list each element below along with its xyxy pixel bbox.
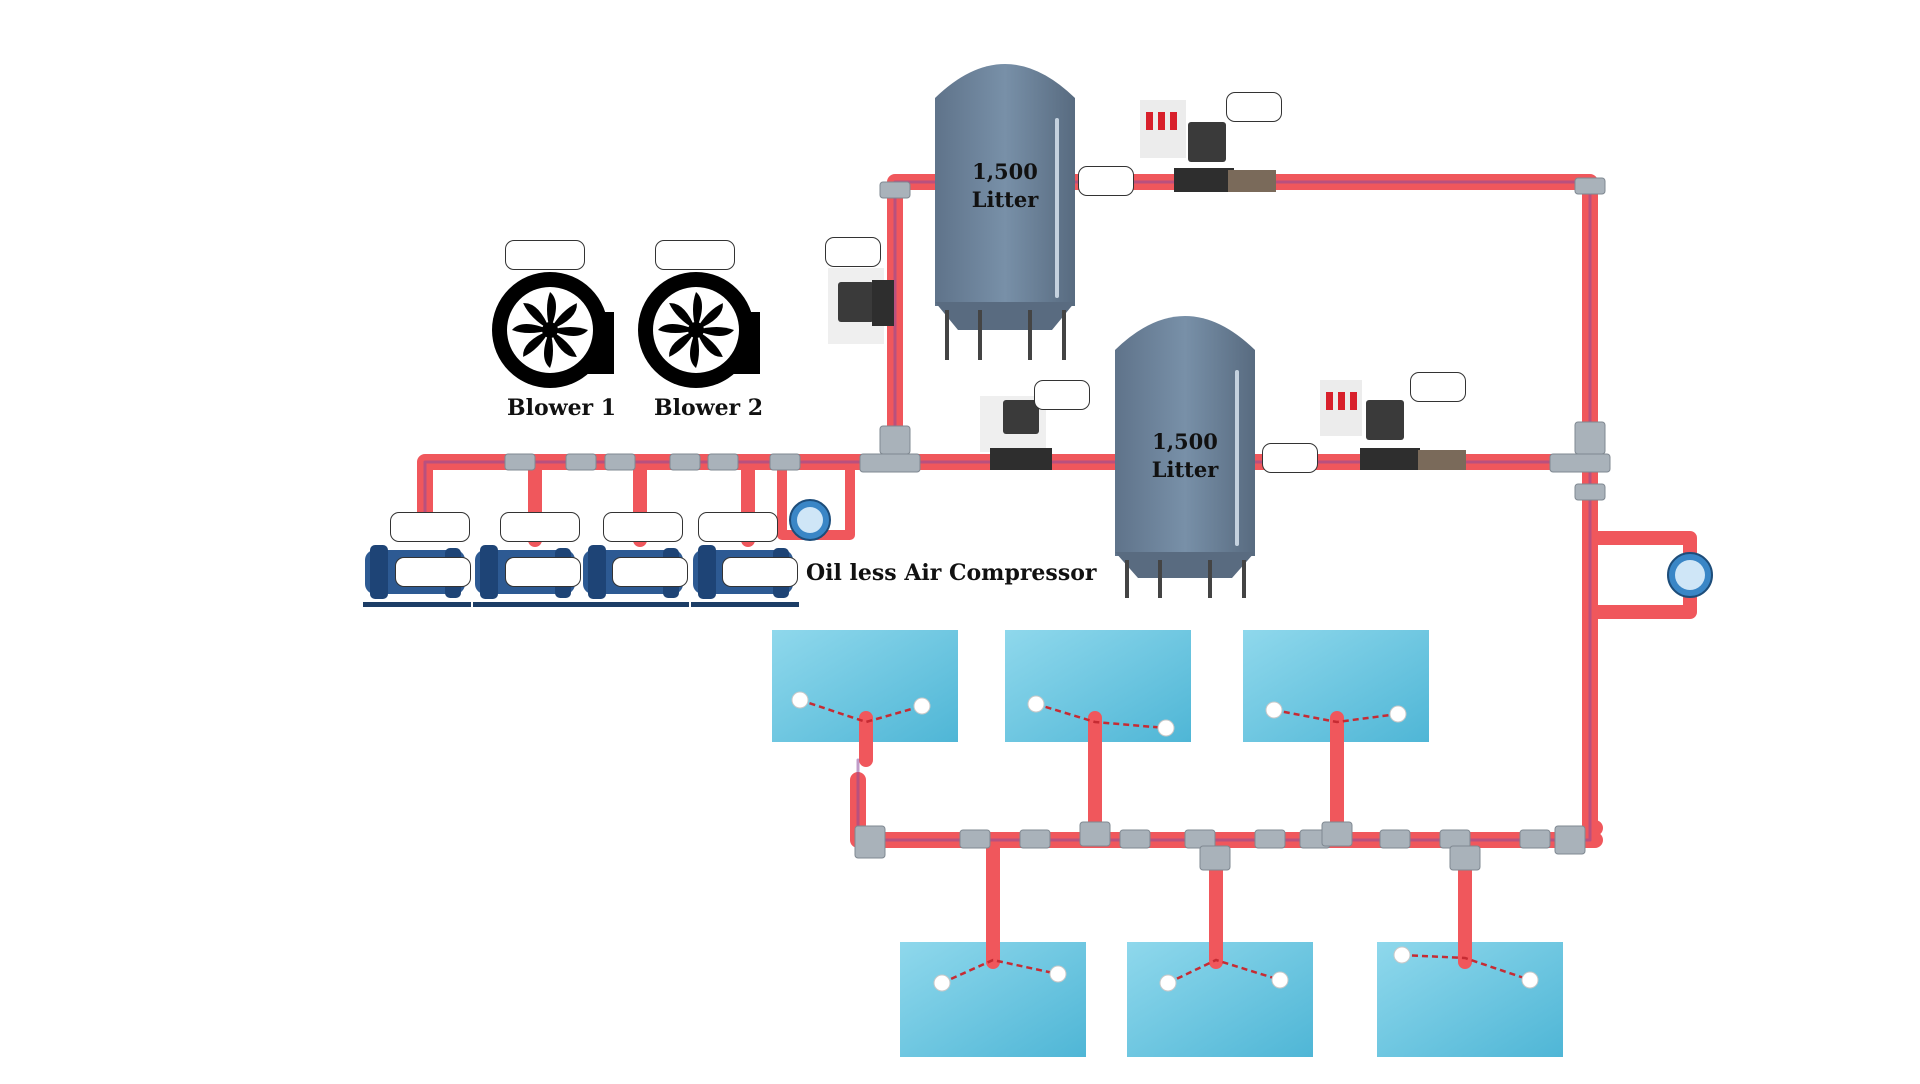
pipe-fitting xyxy=(1449,845,1481,871)
label-box[interactable] xyxy=(655,240,735,270)
pipe-fitting xyxy=(604,453,636,471)
label-box[interactable] xyxy=(603,512,683,542)
pipe-fitting xyxy=(879,425,911,455)
fan-blade xyxy=(550,303,577,330)
valve-riser xyxy=(828,268,894,344)
pipe-fitting xyxy=(1519,829,1551,849)
pipe-fitting xyxy=(1379,829,1411,849)
tank-lower xyxy=(1115,316,1255,598)
pipe-fitting xyxy=(854,825,886,859)
pipe-fitting xyxy=(879,181,911,199)
fan-blade xyxy=(523,303,550,330)
label-box[interactable] xyxy=(1034,380,1090,410)
diffuser-heads xyxy=(791,691,1539,992)
fan-blade xyxy=(547,292,556,330)
fan-blade xyxy=(696,303,723,330)
fan-blade xyxy=(658,324,696,333)
pipe-fitting xyxy=(1574,483,1606,501)
pipe-fitting xyxy=(1019,829,1051,849)
pipe-fitting xyxy=(1079,821,1111,847)
flow-meter-icon xyxy=(789,499,831,541)
fan-blade xyxy=(669,303,696,330)
label-box[interactable] xyxy=(1226,92,1282,122)
pipe-fitting xyxy=(669,453,701,471)
pipe-fitting xyxy=(565,453,597,471)
pipe-fitting xyxy=(1574,421,1606,455)
label-box[interactable] xyxy=(390,512,470,542)
label-box[interactable] xyxy=(698,512,778,542)
fan-blade xyxy=(544,330,553,368)
blower-fan-icon xyxy=(492,272,614,388)
pipe-fitting xyxy=(1119,829,1151,849)
compressor-label: Oil less Air Compressor xyxy=(806,560,1097,586)
label-box[interactable] xyxy=(395,557,471,587)
pipe-fitting xyxy=(859,453,921,473)
pipe-fitting xyxy=(1321,821,1353,847)
pipe-fitting xyxy=(1254,829,1286,849)
tank-capacity: 1,500 xyxy=(972,159,1038,184)
pipe-fitting xyxy=(769,453,801,471)
tank-capacity: 1,500 xyxy=(1152,429,1218,454)
fan-blade xyxy=(696,327,734,336)
label-box[interactable] xyxy=(612,557,688,587)
blower-fan-icon xyxy=(638,272,760,388)
flow-meter-icon xyxy=(1667,552,1713,598)
fan-blade xyxy=(693,292,702,330)
pipe-fitting xyxy=(504,453,536,471)
pipe-fitting xyxy=(959,829,991,849)
blower-1-label: Blower 1 xyxy=(507,395,617,421)
pipe-fitting xyxy=(707,453,739,471)
tank-upper xyxy=(935,64,1075,360)
pipe-fitting xyxy=(1554,825,1586,855)
tank-unit: Litter xyxy=(971,187,1039,212)
fan-blade xyxy=(512,324,550,333)
fan-blade xyxy=(550,330,577,357)
fan-blade xyxy=(550,327,588,336)
valve-lower-outlet xyxy=(1320,380,1466,470)
blower-2-label: Blower 2 xyxy=(654,395,764,421)
pipe-fitting xyxy=(1199,845,1231,871)
pipe-fitting xyxy=(1184,829,1216,849)
tank-lower-label: 1,500 Litter xyxy=(1125,428,1245,484)
label-box[interactable] xyxy=(1078,166,1134,196)
fan-blade xyxy=(669,330,696,357)
fan-blade xyxy=(696,330,723,357)
label-box[interactable] xyxy=(1262,443,1318,473)
pipe-fittings xyxy=(504,177,1611,871)
label-box[interactable] xyxy=(500,512,580,542)
label-box[interactable] xyxy=(505,240,585,270)
valve-upper-outlet xyxy=(1140,100,1276,192)
fan-blade xyxy=(690,330,699,368)
fan-blade xyxy=(523,330,550,357)
pipe-fitting xyxy=(1439,829,1471,849)
pipe-fitting xyxy=(1549,453,1611,473)
label-box[interactable] xyxy=(825,237,881,267)
breaker-switches xyxy=(1146,112,1357,410)
label-box[interactable] xyxy=(1410,372,1466,402)
pipe-fitting xyxy=(1574,177,1606,195)
tank-unit: Litter xyxy=(1151,457,1219,482)
label-box[interactable] xyxy=(722,557,798,587)
label-box[interactable] xyxy=(505,557,581,587)
diffusers xyxy=(799,698,1531,985)
tank-upper-label: 1,500 Litter xyxy=(945,158,1065,214)
